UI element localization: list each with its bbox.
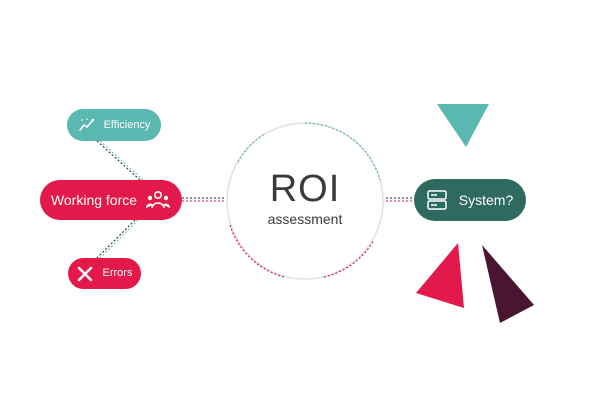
errors-node: Errors [68,258,141,289]
errors-label: Errors [102,267,133,279]
working-force-node: Working force [40,180,182,220]
roi-title: ROI [269,168,341,210]
close-x-icon [77,266,93,282]
roi-subtitle: assessment [267,211,343,227]
efficiency-node: Efficiency [67,109,161,141]
system-node: System? [414,179,526,221]
working-force-label: Working force [50,192,138,208]
people-group-icon [145,189,171,211]
roi-label: ROI assessment [224,120,386,282]
trend-line-icon [78,116,96,134]
server-icon [427,189,447,211]
roi-circle [226,122,384,280]
system-label: System? [458,192,514,208]
efficiency-label: Efficiency [103,118,151,131]
connector-working-errors [96,219,136,259]
connector-efficiency-working [96,140,141,181]
